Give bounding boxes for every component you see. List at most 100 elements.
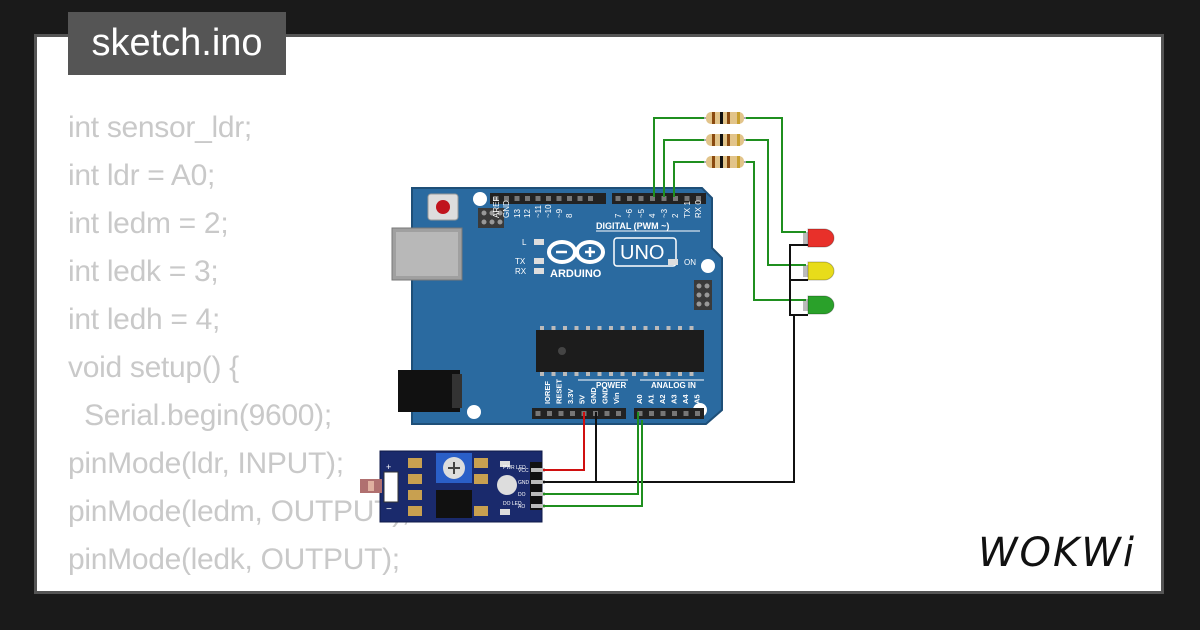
chip-pin — [678, 372, 682, 376]
chip-pin — [678, 326, 682, 330]
sensor-led — [497, 475, 517, 495]
chip-pin — [643, 326, 648, 330]
chip-pin — [689, 326, 694, 330]
pin-label: ~3 — [660, 208, 669, 218]
code-line: pinMode(ldr, INPUT); — [68, 447, 344, 480]
chip-pin — [574, 372, 579, 376]
pin-hole — [558, 411, 564, 416]
pin-hole — [546, 196, 551, 201]
pin-hole — [616, 411, 621, 416]
wires — [543, 117, 808, 507]
pin-label: 8 — [565, 213, 574, 218]
leds — [803, 228, 835, 315]
wire-led-yellow — [663, 139, 704, 197]
mounting-hole — [701, 259, 715, 273]
mounting-hole — [473, 192, 487, 206]
led-yellow[interactable] — [803, 261, 835, 281]
pwr-led-label: PWR LED — [503, 465, 526, 471]
resistors — [700, 112, 750, 168]
on-led — [668, 259, 678, 265]
pin-label: 4 — [648, 213, 657, 218]
pin-hole — [650, 196, 655, 201]
chip-pin — [655, 372, 659, 376]
chip-pin — [609, 372, 613, 376]
on-label: ON — [684, 258, 696, 267]
pin-label: AREF — [492, 197, 501, 218]
pin-hole — [661, 196, 667, 201]
wire-res-green — [746, 161, 806, 301]
pin-hole — [535, 411, 541, 416]
code-line: void setup() { — [68, 351, 239, 384]
tx-led — [534, 258, 544, 264]
sensor-pin — [531, 468, 545, 472]
code-line: int sensor_ldr; — [68, 111, 252, 144]
chip-pin — [574, 326, 579, 330]
uno-label: UNO — [620, 242, 664, 264]
wokwi-logo: WOKWi — [978, 530, 1136, 576]
power-label: POWER — [596, 381, 626, 390]
pin-hole — [627, 196, 632, 201]
chip-pin — [689, 372, 694, 376]
pin-label: GND — [502, 200, 511, 218]
analog-pin-label: A3 — [670, 394, 679, 404]
pin-label: ~6 — [625, 208, 634, 218]
l-led-label: L — [522, 238, 527, 247]
analog-pin-label: A0 — [635, 394, 644, 404]
pin-label: RX 0 — [694, 200, 703, 218]
analog-pin-label: A4 — [681, 394, 690, 404]
pin-hole — [673, 196, 678, 201]
pin-hole — [588, 196, 593, 201]
pin-hole — [504, 196, 509, 201]
wire-res-red — [746, 117, 806, 233]
wire-gnd-leds — [543, 244, 808, 483]
led-red[interactable] — [803, 228, 835, 248]
pin-hole — [493, 196, 499, 201]
pin-hole — [684, 196, 690, 201]
resistor[interactable] — [700, 112, 750, 124]
sensor-pin-label: GND — [518, 480, 530, 486]
code-line: pinMode(ledk, OUTPUT); — [68, 543, 400, 576]
power-pin-label: RESET — [555, 379, 564, 404]
pin-label: ~10 — [544, 204, 553, 218]
pin-hole — [567, 196, 572, 201]
wire-ao — [543, 420, 643, 507]
chip-pin — [643, 372, 648, 376]
led-green[interactable] — [803, 295, 835, 315]
power-pin-label: 3.3V — [566, 389, 575, 404]
power-pin-label: Vin — [612, 392, 621, 404]
sensor-pin — [531, 480, 545, 484]
pin-hole — [672, 411, 677, 416]
wire-led-green — [673, 161, 704, 197]
pin-hole — [535, 196, 541, 201]
analog-pin-label: A1 — [647, 394, 656, 404]
resistor[interactable] — [700, 156, 750, 168]
sensor-pin-label: VCC — [518, 468, 529, 474]
arduino-brand: ARDUINO — [550, 268, 602, 280]
power-pin-label: 5V — [578, 395, 587, 404]
chip-pin — [540, 326, 544, 330]
pin-label: ~5 — [637, 208, 646, 218]
code-line: int ledm = 2; — [68, 207, 229, 240]
sensor-pin-label: DO — [518, 492, 526, 498]
svg-text:−: − — [386, 504, 392, 515]
pin-label: TX 1 — [683, 201, 692, 218]
pin-hole — [660, 411, 666, 416]
pin-hole — [525, 196, 530, 201]
pin-hole — [637, 411, 643, 416]
digital-header-right — [612, 193, 706, 204]
mounting-hole — [467, 405, 481, 419]
power-jack — [398, 370, 460, 412]
code-line: int ldr = A0; — [68, 159, 216, 192]
resistor[interactable] — [700, 134, 750, 146]
sketch-title: sketch.ino — [68, 12, 286, 75]
code-line: int ledh = 4; — [68, 303, 221, 336]
l-led — [534, 239, 544, 245]
chip-pin — [632, 372, 636, 376]
pin-label: 2 — [671, 213, 680, 218]
pin-label: ~11 — [534, 204, 543, 218]
chip-pin — [551, 372, 556, 376]
pin-hole — [696, 196, 701, 201]
